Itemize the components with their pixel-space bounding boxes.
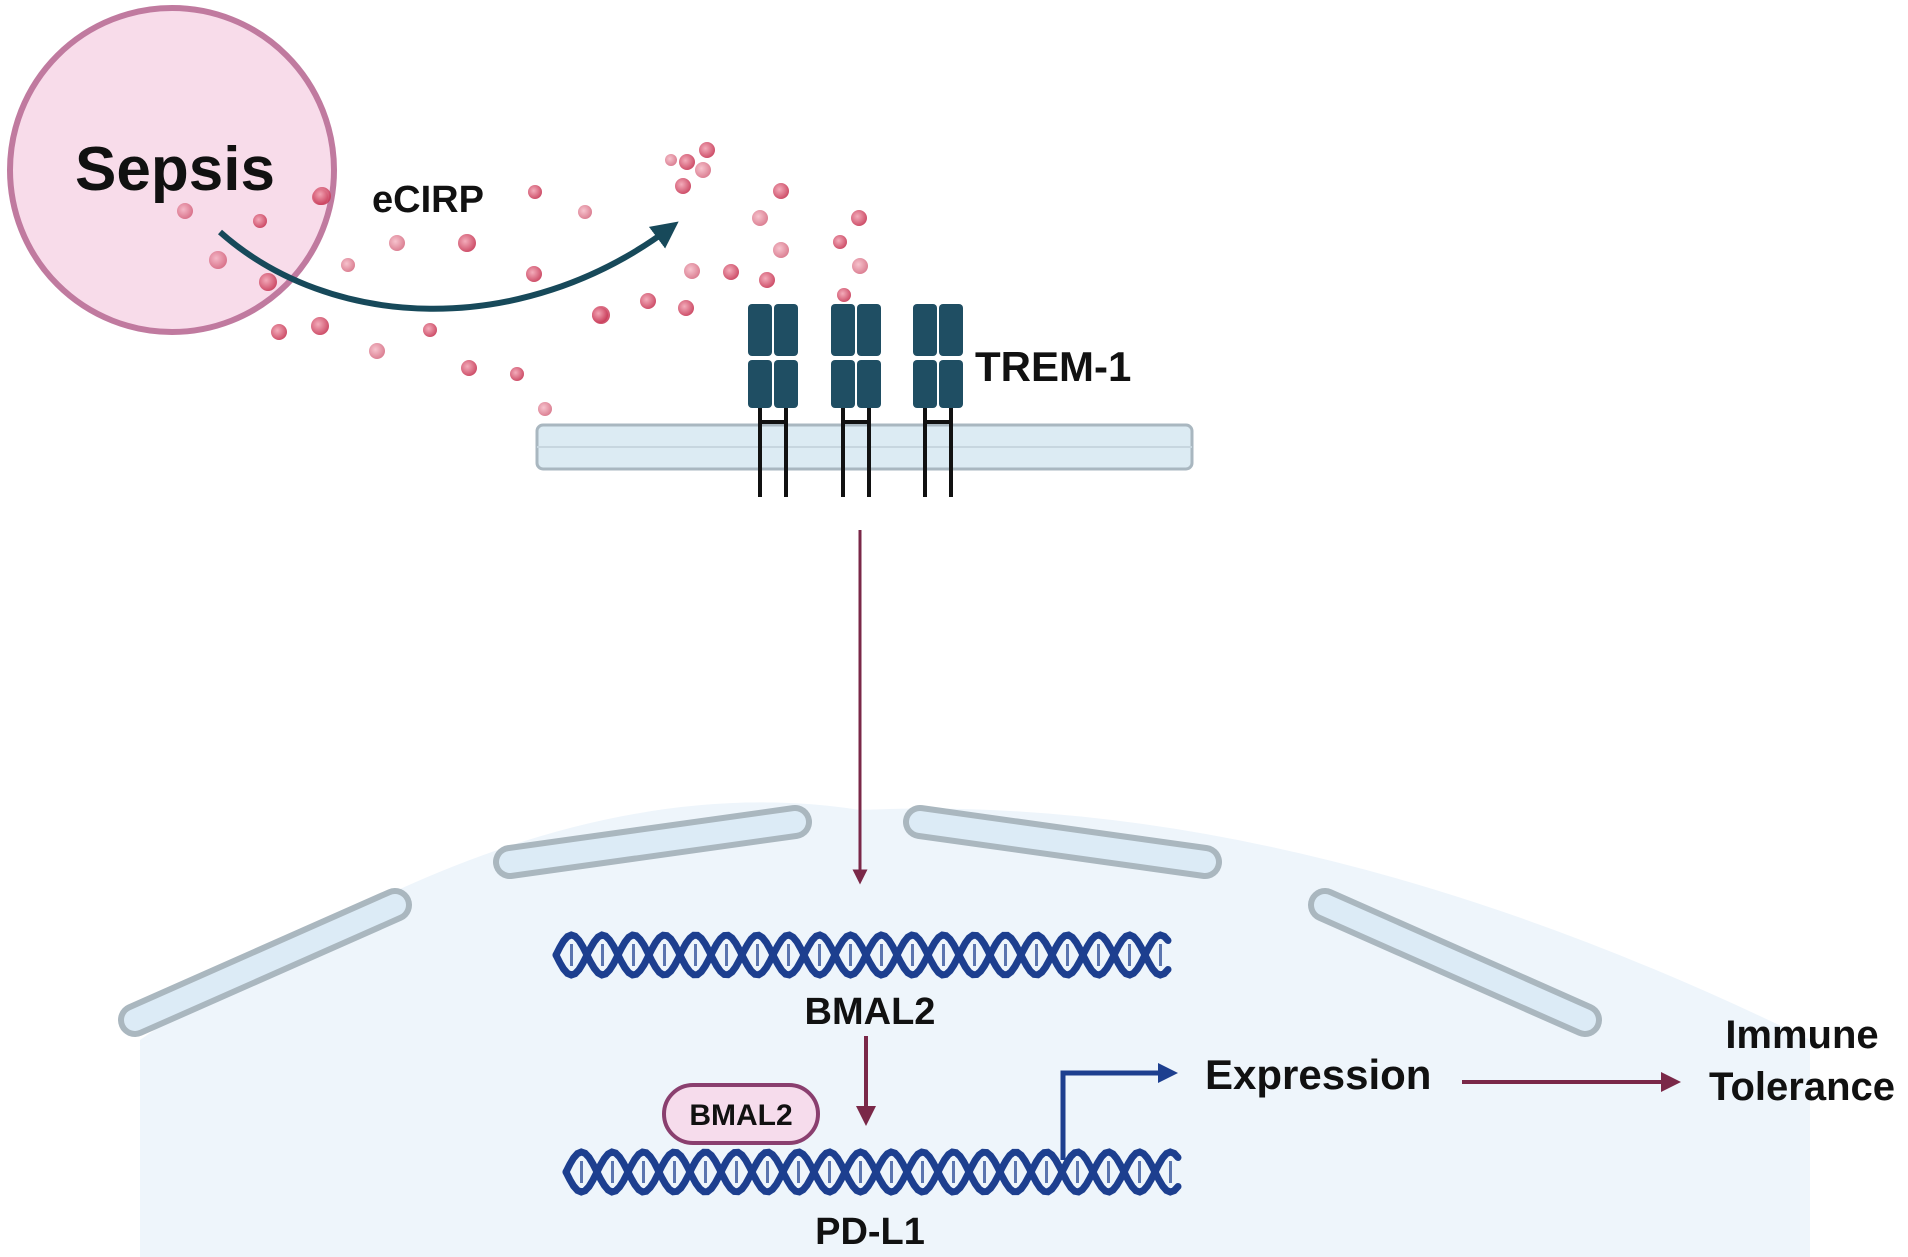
pdl1-gene-label: PD-L1 (815, 1211, 925, 1253)
pdl1-dna-helix-icon (562, 1148, 1182, 1196)
ecirp-particle-icon (389, 235, 405, 251)
ecirp-particle-icon (684, 263, 700, 279)
ecirp-particles (177, 142, 868, 416)
ecirp-particle-icon (313, 187, 331, 205)
sepsis-to-ecirp-arrow (218, 221, 679, 312)
cell-membrane (535, 423, 1194, 471)
ecirp-particle-icon (699, 142, 715, 158)
ecirp-particle-icon (773, 242, 789, 258)
ecirp-particle-icon (837, 288, 851, 302)
ecirp-particle-icon (759, 272, 775, 288)
ecirp-particle-icon (723, 264, 739, 280)
ecirp-label: eCIRP (372, 179, 484, 221)
nucleus (140, 802, 1810, 1257)
ecirp-particle-icon (526, 266, 542, 282)
ecirp-particle-icon (369, 343, 385, 359)
ecirp-particle-icon (695, 162, 711, 178)
ecirp-particle-icon (253, 214, 267, 228)
sepsis-label: Sepsis (75, 135, 275, 204)
immune-tolerance-label-line1: Immune (1725, 1013, 1878, 1057)
ecirp-particle-icon (678, 300, 694, 316)
ecirp-particle-icon (209, 251, 227, 269)
trem1-receptor-icon (831, 304, 881, 497)
ecirp-particle-icon (341, 258, 355, 272)
ecirp-particle-icon (675, 178, 691, 194)
immune-tolerance-label-line2: Tolerance (1709, 1065, 1895, 1109)
ecirp-particle-icon (311, 317, 329, 335)
trem1-receptor-icon (913, 304, 963, 497)
bmal2-dna-helix-icon (552, 931, 1172, 979)
bmal2-protein-label: BMAL2 (689, 1099, 792, 1132)
ecirp-particle-icon (833, 235, 847, 249)
ecirp-particle-icon (665, 154, 677, 166)
bmal2-gene-label: BMAL2 (805, 991, 936, 1033)
ecirp-particle-icon (528, 185, 542, 199)
sepsis-circle (7, 5, 337, 335)
ecirp-particle-icon (259, 273, 277, 291)
ecirp-particle-icon (752, 210, 768, 226)
ecirp-particle-icon (510, 367, 524, 381)
nuclear-envelope (118, 805, 1602, 1037)
ecirp-particle-icon (458, 234, 476, 252)
ecirp-particle-icon (578, 205, 592, 219)
trem1-label: TREM-1 (975, 343, 1131, 390)
ecirp-particle-icon (461, 360, 477, 376)
bmal2-protein: BMAL2 (662, 1083, 820, 1145)
ecirp-particle-icon (851, 210, 867, 226)
ecirp-particle-icon (640, 293, 656, 309)
expression-label: Expression (1205, 1051, 1431, 1098)
ecirp-particle-icon (592, 307, 608, 323)
ecirp-particle-icon (271, 324, 287, 340)
ecirp-particle-icon (538, 402, 552, 416)
ecirp-particle-icon (852, 258, 868, 274)
promoter-arrow-icon (1060, 1063, 1178, 1160)
trem1-receptor-icon (748, 304, 798, 497)
ecirp-particle-icon (177, 203, 193, 219)
ecirp-particle-icon (679, 154, 695, 170)
trem1-receptors (748, 304, 963, 497)
ecirp-particle-icon (773, 183, 789, 199)
ecirp-particle-icon (423, 323, 437, 337)
